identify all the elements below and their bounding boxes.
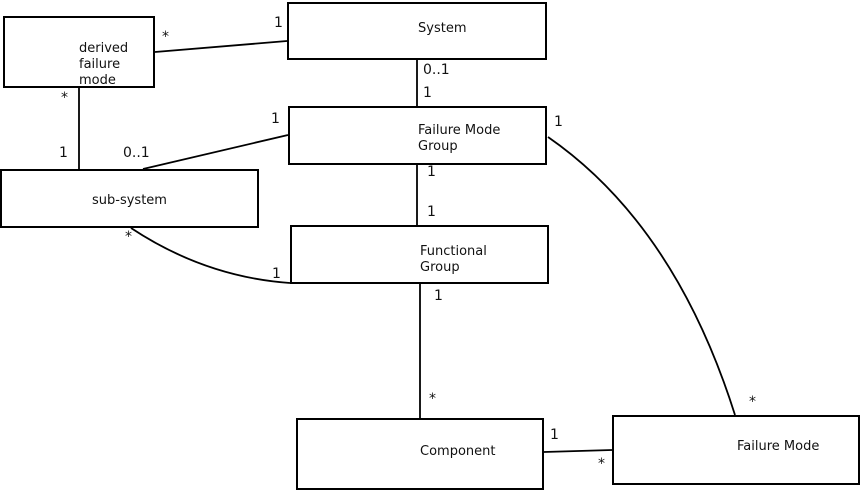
multiplicity-funcgroup-component-near-funcgroup: 1 (434, 288, 443, 304)
multiplicity-subsystem-funcgroup-near-funcgroup: 1 (272, 266, 281, 282)
node-sub-system: sub-system (0, 169, 259, 228)
node-failure-mode: Failure Mode (612, 415, 860, 485)
node-component: Component (296, 418, 544, 490)
edge-sub-system-functional-group (130, 227, 291, 284)
node-label-derived-failure-mode: derived failure mode (79, 41, 129, 88)
multiplicity-system-fmg-near-fmg: 1 (423, 85, 432, 101)
edge-sub-system-failure-mode-group (142, 134, 289, 170)
multiplicity-dfm-subsystem-near-dfm: * (61, 90, 68, 106)
node-failure-mode-group: Failure Mode Group (288, 106, 547, 165)
node-label-component: Component (420, 444, 496, 459)
edge-component-failure-mode (543, 449, 613, 453)
multiplicity-funcgroup-component-near-component: * (429, 391, 436, 407)
multiplicity-dfm-subsystem-near-subsystem: 1 (59, 145, 68, 161)
multiplicity-fmg-failuremode-near-fmg: 1 (554, 114, 563, 130)
multiplicity-subsystem-funcgroup-near-subsystem: * (125, 229, 132, 245)
multiplicity-dfm-system-near-dfm: * (162, 29, 169, 45)
edge-derived-failure-mode-system (154, 40, 288, 53)
multiplicity-subsystem-fmg-near-fmg: 1 (271, 111, 280, 127)
multiplicity-system-fmg-near-system: 0..1 (423, 62, 450, 78)
multiplicity-subsystem-fmg-near-subsystem: 0..1 (123, 145, 150, 161)
node-label-functional-group: Functional Group (420, 244, 487, 275)
node-label-failure-mode-group: Failure Mode Group (418, 123, 501, 154)
node-derived-failure-mode: derived failure mode (3, 16, 155, 88)
node-label-sub-system: sub-system (92, 193, 167, 208)
multiplicity-fmg-funcgroup-near-fmg: 1 (427, 164, 436, 180)
multiplicity-component-failuremode-near-component: 1 (550, 427, 559, 443)
node-label-failure-mode: Failure Mode (737, 439, 820, 454)
node-system: System (287, 2, 547, 60)
edge-failure-mode-group-failure-mode (547, 136, 736, 416)
node-functional-group: Functional Group (290, 225, 549, 284)
node-label-system: System (418, 21, 467, 36)
multiplicity-component-failuremode-near-failuremode: * (598, 456, 605, 472)
multiplicity-fmg-failuremode-near-failuremode: * (749, 394, 756, 410)
multiplicity-fmg-funcgroup-near-funcgroup: 1 (427, 204, 436, 220)
multiplicity-dfm-system-near-system: 1 (274, 15, 283, 31)
